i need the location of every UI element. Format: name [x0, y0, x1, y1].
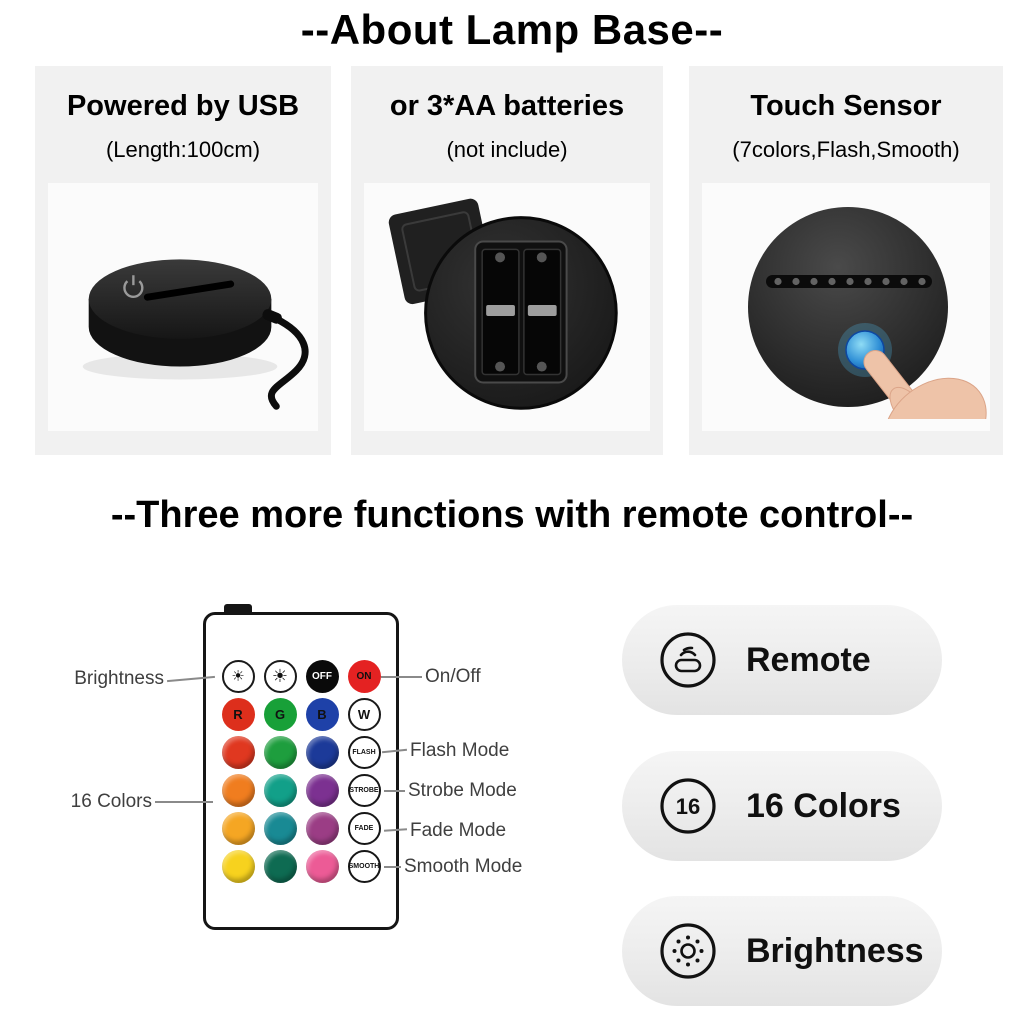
- battery-label: [527, 305, 557, 316]
- color-button: [263, 811, 297, 845]
- lamp-base-battery-photo: [364, 183, 650, 431]
- ir-emitter: [224, 604, 252, 614]
- remote-control: ☀ ☀ OFF ON R G B W FLASH STROBE FADE: [203, 604, 399, 930]
- brightness-down-button: ☀: [221, 659, 255, 693]
- badge-remote: Remote: [622, 605, 942, 715]
- power-icon: [123, 275, 144, 298]
- feature-subtitle-battery: (not include): [446, 137, 568, 162]
- color-button: [263, 735, 297, 769]
- callout-strobe-mode: Strobe Mode: [408, 780, 517, 801]
- remote-buttons: ☀ ☀ OFF ON R G B W FLASH STROBE FADE: [217, 657, 385, 885]
- count-16-icon: 16: [660, 778, 716, 834]
- page-title: --About Lamp Base--: [300, 6, 724, 53]
- callout-line: [155, 801, 213, 803]
- lamp-base-top: [748, 207, 948, 407]
- smooth-mode-button: SMOOTH: [347, 849, 381, 883]
- color-button: [221, 735, 255, 769]
- on-button: ON: [347, 659, 381, 693]
- color-button: [221, 811, 255, 845]
- lamp-top: [88, 259, 272, 339]
- white-button: W: [347, 697, 381, 731]
- battery-contacts: [495, 252, 547, 372]
- lamp-base-usb-photo: [48, 183, 318, 431]
- red-button: R: [221, 697, 255, 731]
- callout-line: [381, 676, 422, 678]
- badge-remote-label: Remote: [746, 640, 871, 679]
- finger-hand: [863, 350, 987, 419]
- battery-compartment-illustration: [388, 198, 618, 410]
- blue-button: B: [305, 697, 339, 731]
- callout-fade-mode: Fade Mode: [410, 820, 507, 841]
- callout-16-colors: 16 Colors: [70, 791, 152, 812]
- color-button: [263, 849, 297, 883]
- brightness-icon: [660, 923, 716, 979]
- off-button: OFF: [305, 659, 339, 693]
- remote-icon: [660, 632, 716, 688]
- callout-on-off: On/Off: [425, 666, 481, 687]
- fade-mode-button: FADE: [347, 811, 381, 845]
- callout-line: [384, 866, 401, 868]
- feature-subtitle-touch: (7colors,Flash,Smooth): [732, 137, 960, 162]
- color-button: [305, 735, 339, 769]
- badge-16-colors: 16 16 Colors: [622, 751, 942, 861]
- green-button: G: [263, 697, 297, 731]
- strobe-mode-button: STROBE: [347, 773, 381, 807]
- flash-mode-button: FLASH: [347, 735, 381, 769]
- brightness-up-button: ☀: [263, 659, 297, 693]
- touch-sensor-photo: [702, 183, 990, 431]
- section-title-remote: --Three more functions with remote contr…: [110, 494, 914, 536]
- count-16-text: 16: [676, 794, 700, 819]
- touch-sensor-illustration: [748, 207, 987, 419]
- led-dots: [774, 277, 926, 286]
- feature-title-touch: Touch Sensor: [750, 90, 942, 122]
- feature-subtitle-usb: (Length:100cm): [105, 137, 261, 162]
- feature-card-touch: Touch Sensor (7colors,Flash,Smooth): [689, 66, 1003, 455]
- color-button: [305, 849, 339, 883]
- badge-brightness-label: Brightness: [746, 931, 924, 970]
- callout-smooth-mode: Smooth Mode: [404, 856, 523, 877]
- callout-flash-mode: Flash Mode: [410, 740, 510, 761]
- lamp-base-usb-illustration: [82, 259, 309, 410]
- badge-brightness: Brightness: [622, 896, 942, 1006]
- color-button: [305, 811, 339, 845]
- color-button: [263, 773, 297, 807]
- callout-brightness: Brightness: [74, 668, 164, 689]
- badge-16-colors-label: 16 Colors: [746, 786, 901, 825]
- usb-cable: [267, 315, 309, 410]
- battery-label: [486, 305, 515, 316]
- feature-card-battery: or 3*AA batteries (not include): [351, 66, 663, 455]
- brightness-rays: [672, 935, 704, 967]
- color-button: [221, 773, 255, 807]
- lamp-slot: [143, 280, 235, 301]
- color-button: [221, 849, 255, 883]
- feature-title-usb: Powered by USB: [66, 90, 300, 122]
- color-button: [305, 773, 339, 807]
- feature-title-battery: or 3*AA batteries: [389, 90, 625, 122]
- callout-line: [384, 790, 405, 792]
- feature-card-usb: Powered by USB (Length:100cm): [35, 66, 331, 455]
